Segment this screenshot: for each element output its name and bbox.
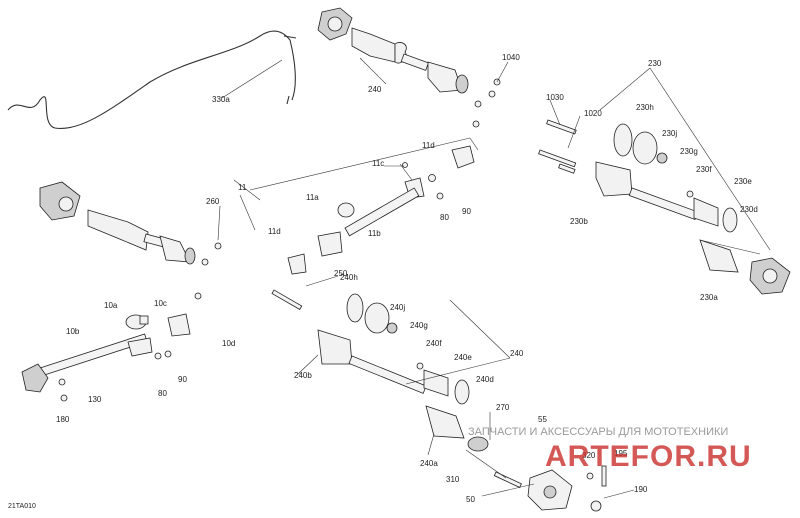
label-1040: 1040 [502, 53, 520, 62]
propshaft-10 [21, 313, 191, 402]
leader-lines [217, 57, 771, 499]
label-11: 11 [238, 183, 247, 192]
watermark: ЗАПЧАСТИ И АКСЕССУАРЫ ДЛЯ МОТОТЕХНИКИ AR… [468, 426, 752, 473]
label-10b: 10b [66, 327, 80, 336]
label-11c: 11c [372, 159, 384, 168]
label-230g: 230g [680, 147, 698, 156]
driveshaft-240-lower [317, 293, 607, 512]
label-55: 55 [538, 415, 547, 424]
label-240d: 240d [476, 375, 494, 384]
label-190: 190 [634, 485, 648, 494]
label-1020: 1020 [584, 109, 602, 118]
watermark-logo: ARTEFOR.RU [545, 440, 752, 473]
label-240h: 240h [340, 273, 358, 282]
label-240a: 240a [420, 459, 438, 468]
hardware-1040-1030-1020 [472, 78, 577, 174]
label-50: 50 [466, 495, 475, 504]
label-260: 260 [206, 197, 220, 206]
label-80-bottom: 80 [158, 389, 167, 398]
label-240-top: 240 [368, 85, 382, 94]
propshaft-11 [287, 145, 475, 275]
label-240b: 240b [294, 371, 312, 380]
label-230d: 230d [740, 205, 758, 214]
label-240j: 240j [390, 303, 405, 312]
label-11d-mid: 11d [268, 227, 281, 236]
label-11d-top: 11d [422, 141, 435, 150]
label-320: 320 [582, 451, 596, 460]
label-310: 310 [446, 475, 460, 484]
label-230b: 230b [570, 217, 588, 226]
label-90-bottom: 90 [178, 375, 187, 384]
label-240-bottom: 240 [510, 349, 524, 358]
watermark-text: ЗАПЧАСТИ И АКСЕССУАРЫ ДЛЯ МОТОТЕХНИКИ [468, 426, 728, 438]
label-10a: 10a [104, 301, 118, 310]
label-230e: 230e [734, 177, 752, 186]
label-1030: 1030 [546, 93, 564, 102]
label-330a: 330a [212, 95, 230, 104]
label-195: 195 [614, 449, 628, 458]
label-90-top: 90 [462, 207, 471, 216]
label-240g: 240g [410, 321, 428, 330]
label-180: 180 [56, 415, 70, 424]
label-11a: 11a [306, 193, 319, 202]
label-230: 230 [648, 59, 662, 68]
label-10c: 10c [154, 299, 167, 308]
label-240e: 240e [454, 353, 472, 362]
driveshaft-240-top [317, 7, 469, 94]
label-130: 130 [88, 395, 102, 404]
diagram-code: 21TA010 [8, 503, 36, 510]
cable-330a [7, 30, 296, 130]
driveshaft-230-left [39, 181, 303, 311]
label-230h: 230h [636, 103, 654, 112]
label-230j: 230j [662, 129, 677, 138]
label-10d: 10d [222, 339, 235, 348]
label-80-top: 80 [440, 213, 449, 222]
label-230f: 230f [696, 165, 712, 174]
label-11b: 11b [368, 229, 381, 238]
label-230a: 230a [700, 293, 718, 302]
label-240f: 240f [426, 339, 442, 348]
part-labels: 330a 240 1040 1030 1020 230 230h 230j 23… [8, 53, 758, 510]
driveshaft-230-right [595, 123, 791, 295]
label-270: 270 [496, 403, 510, 412]
label-250: 250 [334, 269, 348, 278]
cable-330a-branch [283, 35, 297, 105]
